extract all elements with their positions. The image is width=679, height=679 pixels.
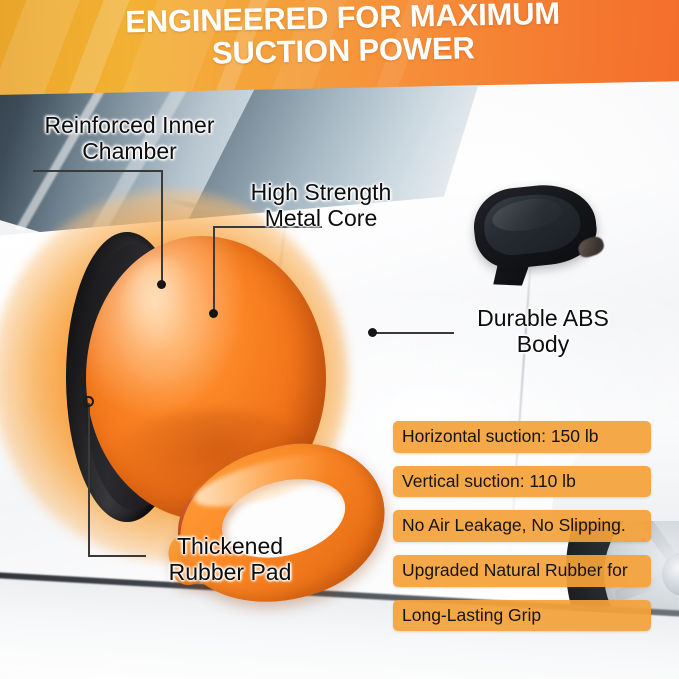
callout-dot-inner-chamber bbox=[157, 280, 166, 289]
callout-label-thickened-rubber-pad: Thickened Rubber Pad bbox=[168, 533, 292, 585]
callout-label-reinforced-inner-chamber: Reinforced Inner Chamber bbox=[44, 112, 215, 164]
feature-box-vertical-suction: Vertical suction: 110 lb bbox=[393, 465, 651, 498]
side-mirror bbox=[470, 179, 607, 282]
feature-box-horizontal-suction: Horizontal suction: 150 lb bbox=[393, 421, 651, 453]
callout-dot-rubber-pad bbox=[83, 396, 94, 407]
headline-title: ENGINEERED FOR MAXIMUM SUCTION POWER bbox=[124, 0, 561, 71]
callout-dot-metal-core bbox=[209, 309, 218, 318]
wheel-hub bbox=[662, 552, 679, 596]
feature-box-no-air-leakage: No Air Leakage, No Slipping. bbox=[393, 510, 651, 542]
callout-label-high-strength-metal-core: High Strength Metal Core bbox=[250, 179, 392, 231]
callout-dot-abs-body bbox=[368, 328, 377, 337]
header-banner: ENGINEERED FOR MAXIMUM SUCTION POWER bbox=[0, 0, 679, 96]
suction-cup-product bbox=[0, 190, 403, 625]
dome-specular-highlight bbox=[118, 258, 210, 388]
callout-label-durable-abs-body: Durable ABS Body bbox=[477, 305, 609, 357]
feature-spec-list: Horizontal suction: 150 lb Vertical suct… bbox=[393, 421, 651, 632]
feature-box-upgraded-rubber: Upgraded Natural Rubber for bbox=[393, 554, 651, 587]
feature-box-long-lasting-grip: Long-Lasting Grip bbox=[393, 599, 651, 632]
